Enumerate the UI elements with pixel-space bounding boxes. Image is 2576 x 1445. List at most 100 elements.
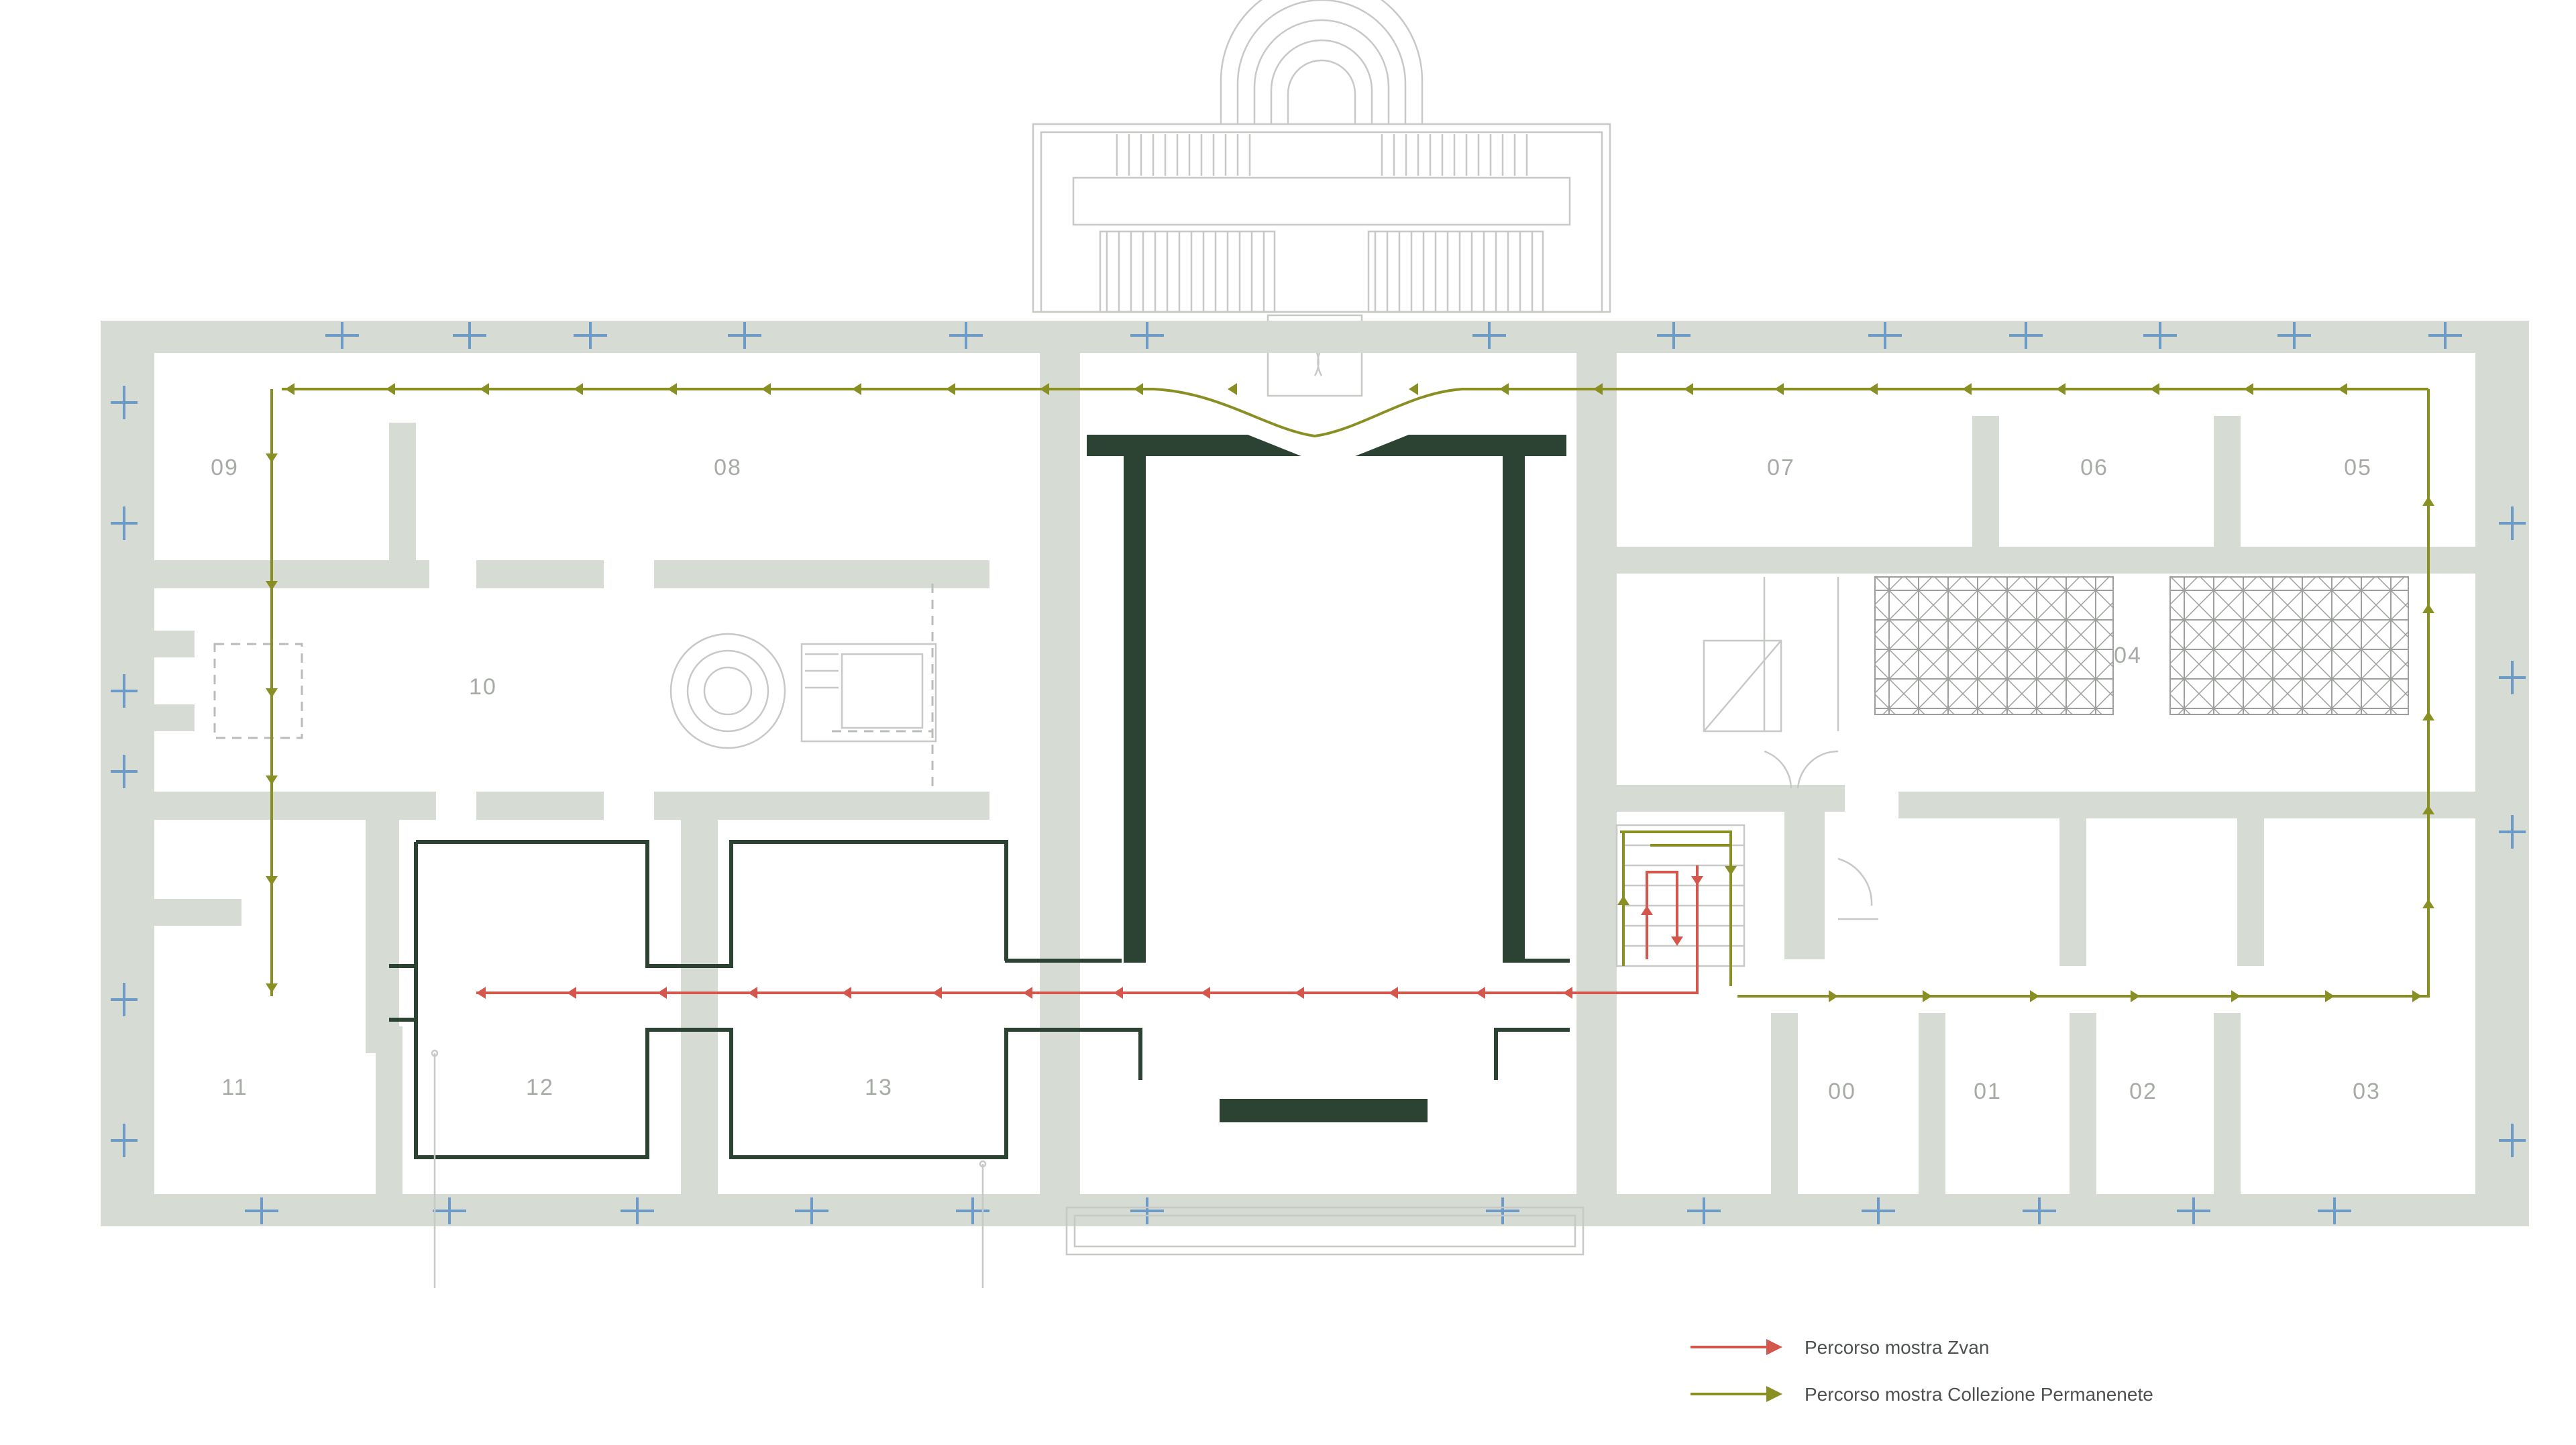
route-permanent-arrow <box>1684 383 1693 395</box>
route-zvan-arrow <box>748 987 757 999</box>
room-label-04: 04 <box>2114 643 2142 668</box>
window <box>2428 322 2462 349</box>
window <box>728 322 761 349</box>
window <box>111 983 138 1016</box>
route-zvan-arrow <box>1563 987 1572 999</box>
room-label-00: 00 <box>1828 1079 1856 1104</box>
route-permanent-arrow <box>1593 383 1603 395</box>
dashed-outlines <box>213 584 934 792</box>
route-zvan-arrow <box>1295 987 1304 999</box>
route-permanent-arrow <box>2056 383 2065 395</box>
window <box>2023 1197 2056 1224</box>
route-permanent-arrow <box>2422 899 2434 908</box>
window <box>574 322 607 349</box>
window <box>433 1197 466 1224</box>
window <box>2499 661 2526 694</box>
route-permanent-arrow <box>1409 383 1418 395</box>
route-permanent-arrow <box>1228 383 1237 395</box>
route-permanent-collection <box>266 383 2434 1002</box>
route-permanent-arrow <box>1499 383 1509 395</box>
window <box>245 1197 278 1224</box>
route-zvan-arrow <box>1023 987 1032 999</box>
route-permanent-arrow <box>1829 990 1838 1002</box>
survey-lines <box>431 1049 1585 1288</box>
window <box>1486 1197 1519 1224</box>
room-label-03: 03 <box>2353 1079 2381 1104</box>
route-zvan-arrow <box>1641 906 1653 915</box>
window <box>2143 322 2177 349</box>
room-label-07: 07 <box>1767 455 1795 480</box>
route-permanent-arrow <box>2422 805 2434 814</box>
window <box>1130 1197 1164 1224</box>
window <box>1472 322 1506 349</box>
route-permanent-arrow <box>667 383 677 395</box>
window <box>111 755 138 788</box>
route-permanent-arrow <box>2422 496 2434 506</box>
window <box>2499 815 2526 849</box>
window <box>2499 506 2526 540</box>
route-permanent-arrow <box>2150 383 2159 395</box>
window <box>2009 322 2043 349</box>
room-label-08: 08 <box>714 455 742 480</box>
route-zvan-arrow <box>1671 936 1683 946</box>
route-permanent-arrow <box>2412 990 2422 1002</box>
route-permanent-arrow <box>1868 383 1878 395</box>
route-zvan-arrow <box>1691 876 1703 886</box>
route-permanent-arrow <box>266 775 278 785</box>
window <box>956 1197 989 1224</box>
stair-steps <box>1106 134 1534 312</box>
route-permanent-arrow <box>1962 383 1972 395</box>
route-permanent-arrow <box>761 383 771 395</box>
room-label-09: 09 <box>211 455 239 480</box>
route-permanent-arrow <box>266 453 278 463</box>
window <box>795 1197 828 1224</box>
route-zvan-arrow <box>1476 987 1485 999</box>
window <box>111 506 138 540</box>
room-label-01: 01 <box>1974 1079 2002 1104</box>
route-permanent-arrow <box>574 383 583 395</box>
legend-label-permanent: Percorso mostra Collezione Permanenete <box>1805 1384 2153 1405</box>
window <box>325 322 359 349</box>
route-permanent-arrow <box>2244 383 2253 395</box>
windows <box>111 322 2526 1224</box>
route-permanent-arrow <box>266 983 278 993</box>
route-zvan-arrow <box>657 987 667 999</box>
route-zvan-arrow <box>567 987 576 999</box>
route-permanent-arrow <box>386 383 395 395</box>
window <box>949 322 983 349</box>
window <box>453 322 486 349</box>
room-label-05: 05 <box>2344 455 2372 480</box>
window <box>2499 1124 2526 1157</box>
room-labels: 09 08 10 11 12 13 07 06 05 04 00 01 02 0… <box>211 455 2381 1104</box>
room-label-02: 02 <box>2129 1079 2157 1104</box>
route-permanent-arrow <box>1774 383 1784 395</box>
route-permanent-arrow <box>2231 990 2241 1002</box>
route-permanent-arrow <box>852 383 861 395</box>
route-permanent-arrow <box>2422 604 2434 613</box>
route-permanent-arrow <box>266 688 278 698</box>
room-label-10: 10 <box>469 674 497 700</box>
route-zvan-arrow <box>1114 987 1123 999</box>
window <box>1687 1197 1721 1224</box>
room-label-13: 13 <box>865 1075 893 1100</box>
route-permanent-arrow <box>946 383 955 395</box>
window <box>621 1197 654 1224</box>
route-zvan-arrow <box>842 987 851 999</box>
route-zvan-arrow <box>1201 987 1210 999</box>
window <box>111 1124 138 1157</box>
window <box>2177 1197 2210 1224</box>
window <box>1130 322 1164 349</box>
route-permanent-arrow <box>1617 896 1629 905</box>
route-permanent-arrow <box>1923 990 1932 1002</box>
legend-label-zvan: Percorso mostra Zvan <box>1805 1337 1989 1358</box>
route-permanent-arrow <box>1725 866 1737 875</box>
route-zvan-arrow <box>1389 987 1398 999</box>
route-permanent-arrows <box>266 383 2434 1002</box>
main-staircase <box>1032 0 1611 397</box>
window <box>2318 1197 2351 1224</box>
route-permanent-arrow <box>2338 383 2347 395</box>
room-04-grid-installations <box>1703 576 2409 789</box>
route-permanent-arrow <box>2030 990 2039 1002</box>
route-zvan <box>476 865 1703 999</box>
route-permanent-arrow <box>1040 383 1049 395</box>
